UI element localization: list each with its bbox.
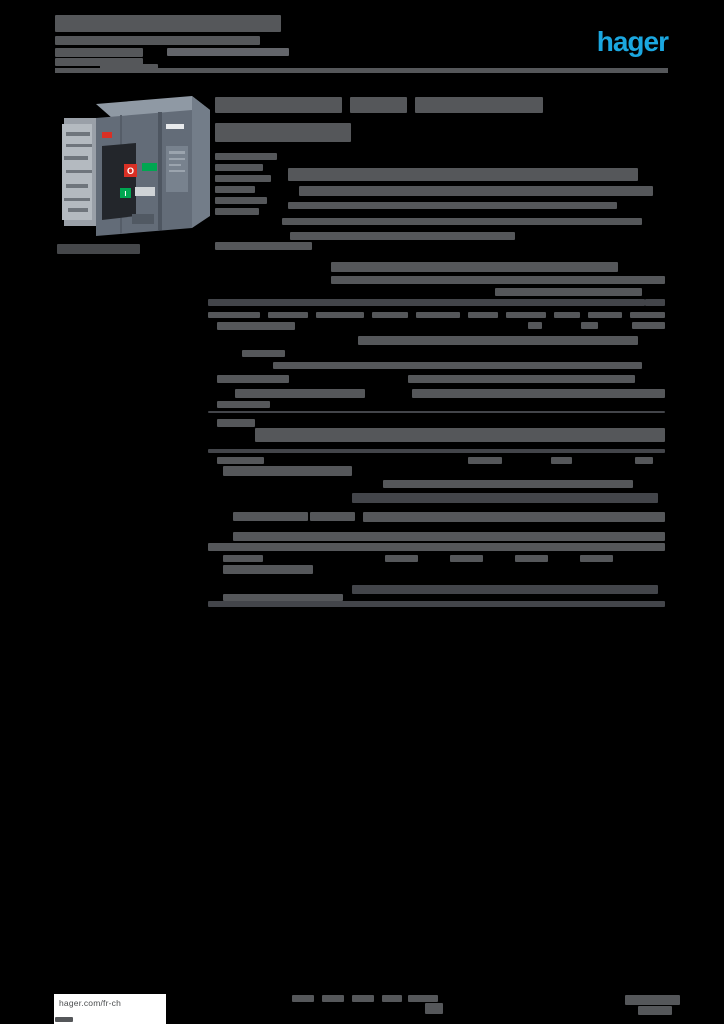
redacted-text-bar [630, 312, 665, 318]
redacted-text-bar [273, 362, 642, 369]
hager-logo: hager [596, 26, 669, 57]
redacted-text-bar [290, 232, 515, 240]
header-divider [55, 68, 668, 73]
redacted-text-bar [383, 480, 633, 488]
redacted-text-bar [322, 995, 344, 1002]
redacted-text-bar [352, 493, 658, 503]
circuit-breaker-illustration: O I [62, 96, 210, 236]
redacted-text-bar [506, 312, 546, 318]
svg-text:O: O [127, 166, 134, 176]
redacted-text-bar [55, 1017, 73, 1022]
redacted-text-bar [208, 449, 665, 453]
redacted-text-bar [233, 532, 665, 541]
redacted-text-bar [385, 555, 418, 562]
redacted-text-bar [235, 389, 365, 398]
redacted-text-bar [55, 36, 260, 45]
redacted-text-bar [215, 153, 277, 160]
redacted-text-bar [208, 411, 665, 413]
product-photo: O I [62, 88, 212, 240]
redacted-text-bar [554, 312, 580, 318]
redacted-text-bar [331, 262, 618, 272]
redacted-text-bar [223, 594, 343, 601]
redacted-text-bar [382, 995, 402, 1002]
redacted-text-bar [645, 299, 665, 306]
redacted-text-bar [55, 48, 143, 57]
redacted-text-bar [363, 512, 665, 522]
redacted-text-bar [288, 202, 617, 209]
redacted-text-bar [242, 350, 285, 357]
redacted-text-bar [292, 995, 314, 1002]
redacted-text-bar [233, 512, 308, 521]
redacted-text-bar [208, 543, 665, 551]
redacted-text-bar [412, 389, 665, 398]
redacted-text-bar [468, 312, 498, 318]
redacted-text-bar [416, 312, 460, 318]
redacted-text-bar [468, 457, 502, 464]
redacted-text-bar [528, 322, 542, 329]
redacted-text-bar [350, 97, 407, 113]
redacted-text-bar [215, 242, 312, 250]
redacted-text-bar [100, 64, 158, 70]
redacted-text-bar [588, 312, 622, 318]
redacted-text-bar [635, 457, 653, 464]
redacted-text-bar [352, 995, 374, 1002]
redacted-text-bar [217, 419, 255, 427]
redacted-text-bar [217, 401, 270, 408]
redacted-text-bar [310, 512, 355, 521]
redacted-text-bar [215, 186, 255, 193]
svg-text:I: I [125, 191, 127, 198]
redacted-text-bar [55, 15, 281, 32]
redacted-text-bar [408, 995, 438, 1002]
redacted-text-bar [495, 288, 642, 296]
footer-website-link[interactable]: hager.com/fr-ch [59, 998, 122, 1008]
redacted-text-bar [215, 164, 263, 171]
redacted-text-bar [215, 208, 259, 215]
redacted-text-bar [208, 312, 260, 318]
redacted-text-bar [282, 218, 642, 225]
redacted-text-bar [217, 375, 289, 383]
redacted-text-bar [358, 336, 638, 345]
redacted-text-bar [625, 995, 680, 1005]
redacted-text-bar [215, 197, 267, 204]
redacted-text-bar [217, 322, 295, 330]
redacted-text-bar [288, 168, 638, 181]
redacted-text-bar [208, 299, 645, 306]
redacted-text-bar [255, 428, 665, 442]
redacted-text-bar [167, 48, 289, 56]
redacted-text-bar [408, 375, 635, 383]
redacted-text-bar [515, 555, 548, 562]
redacted-text-bar [223, 555, 263, 562]
redacted-text-bar [268, 312, 308, 318]
product-reference-caption [57, 244, 140, 254]
redacted-text-bar [551, 457, 572, 464]
redacted-text-bar [425, 1003, 443, 1014]
redacted-text-bar [215, 123, 351, 142]
redacted-text-bar [638, 1006, 672, 1015]
redacted-text-bar [450, 555, 483, 562]
redacted-text-bar [316, 312, 364, 318]
redacted-text-bar [217, 457, 264, 464]
redacted-text-bar [215, 97, 342, 113]
redacted-text-bar [415, 97, 543, 113]
redacted-text-bar [580, 555, 613, 562]
redacted-text-bar [215, 175, 271, 182]
redacted-text-bar [55, 58, 143, 66]
redacted-text-bar [372, 312, 408, 318]
redacted-text-bar [352, 585, 658, 594]
redacted-text-bar [223, 565, 313, 574]
redacted-text-bar [632, 322, 665, 329]
redacted-text-bar [331, 276, 665, 284]
redacted-text-bar [581, 322, 598, 329]
redacted-text-bar [299, 186, 653, 196]
redacted-text-bar [223, 466, 352, 476]
redacted-text-bar [208, 601, 665, 607]
